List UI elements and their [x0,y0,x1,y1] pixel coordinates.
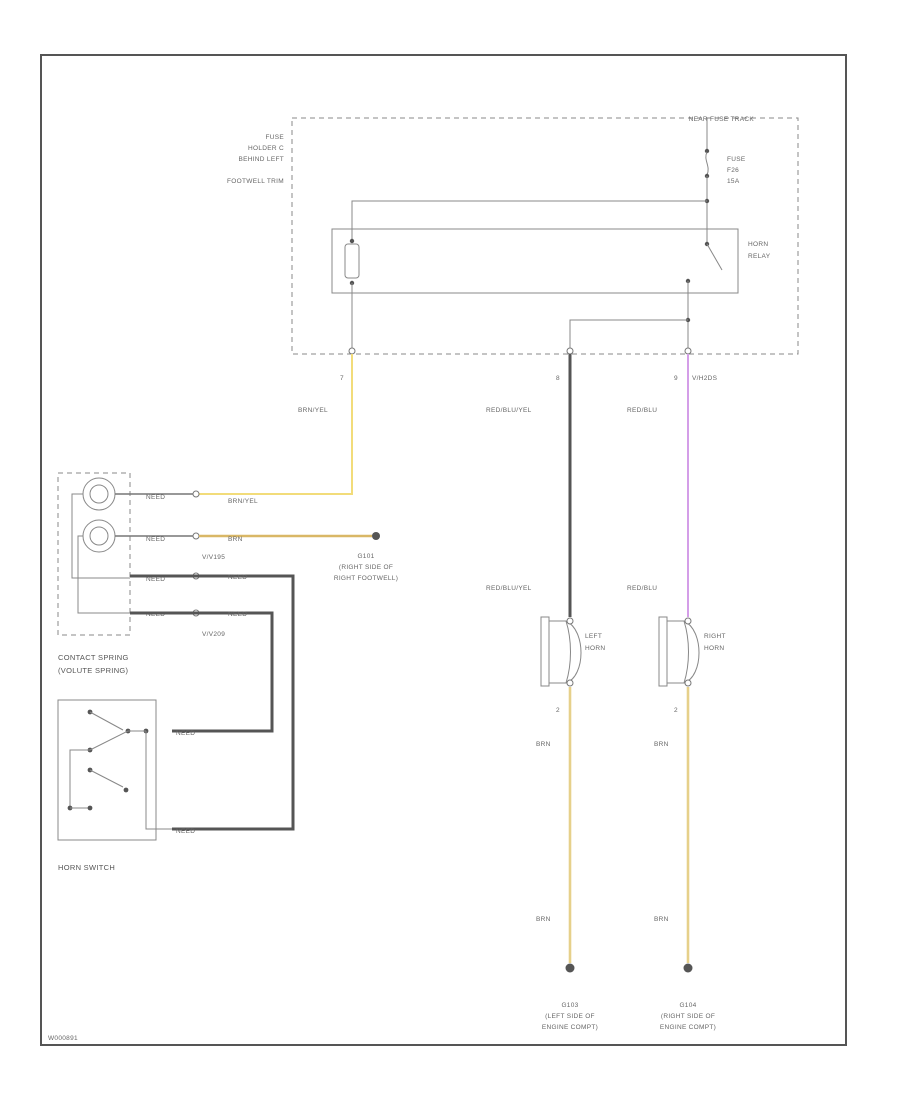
horn-switch-label: HORN SWITCH [58,863,115,872]
left-horn-body [548,620,571,684]
fuse-element [705,151,709,176]
right-horn-terminal-bottom [684,679,692,687]
horn-switch-contact-6 [123,787,129,793]
wire-label-red-blu-yel-upper: RED/BLU/YEL [486,407,532,414]
fuse-holder-label-2: HOLDER C [248,145,284,152]
ground-left-label-2: (LEFT SIDE OF [545,1013,595,1020]
pin-9-label: 9 [674,375,678,382]
fuse-holder-label-1: FUSE [265,134,284,141]
horn-relay-label-2: RELAY [748,253,771,260]
left-horn-feed-internal [569,319,688,349]
wire-label-red-blu-mid: RED/BLU [627,585,657,592]
horn-switch-contact-8 [87,805,93,811]
wire-cs-to-switch-a [130,574,295,831]
ground-left-label-1: G103 [561,1002,578,1009]
wire-label-brn-g101: BRN [228,536,243,543]
horn-switch-link-2 [89,730,129,751]
fuse-label-3: 15A [727,178,740,185]
footer-code: W000891 [48,1035,78,1042]
horn-switch-blade-1 [89,711,124,731]
right-horn-terminal-top [684,617,692,625]
ground-g101-symbol [372,532,380,540]
cs-tag-3: NEED [146,576,165,583]
relay-coil [344,243,360,279]
wire-label-red-blu-yel-mid: RED/BLU/YEL [486,585,532,592]
contact-spring-label-1: CONTACT SPRING [58,653,129,662]
switch-tag-1: NEED [176,730,195,737]
left-horn-terminal-bottom [566,679,574,687]
switch-tag-2: NEED [176,828,195,835]
right-horn-label-1: RIGHT [704,633,726,640]
connector-c3-label: V/V209 [202,631,225,638]
fuse-block-boundary [291,117,799,355]
wire-label-brn-left-lower: BRN [536,916,551,923]
fuse-label-2: F26 [727,167,739,174]
wire-brn-yel [196,354,353,495]
pin-9-terminal [684,347,692,355]
wire-tag-576: NEED [228,574,247,581]
horn-relay-body [331,228,739,294]
fuse-terminal-top [704,148,710,154]
inline-connector-2 [192,532,200,540]
wire-label-brn-right-lower: BRN [654,916,669,923]
wire-label-brn-yel-upper: BRN/YEL [298,407,328,414]
left-horn-terminal-top [566,617,574,625]
coil-feed-wire [351,200,707,232]
right-horn-bracket [658,616,668,687]
right-horn-pin-label: 2 [674,707,678,714]
horn-relay-label-1: HORN [748,241,768,248]
horn-switch-internal-1 [69,749,90,808]
contact-spring-internal-2 [77,535,130,614]
horn-switch-internal-2 [145,731,172,830]
wire-label-brn-right-upper: BRN [654,741,669,748]
connector-c1-label: V/H2DS [692,375,718,382]
ground-right-label-2: (RIGHT SIDE OF [661,1013,715,1020]
fuse-block-header: NEAR FUSE TRACK [689,116,755,123]
wire-label-brn-yel-lower: BRN/YEL [228,498,258,505]
ground-g101-label-1: G101 [357,553,374,560]
relay-coil-terminal-top [349,238,355,244]
ground-right-engine-symbol [683,963,693,973]
contact-spring-ring-2-outer [82,519,116,553]
contact-spring-ring-1-inner [89,484,109,504]
cs-tag-2: NEED [146,536,165,543]
fuse-holder-label-3: BEHIND LEFT [238,156,284,163]
ground-right-label-3: ENGINE COMPT) [660,1024,716,1031]
wire-label-brn-left-upper: BRN [536,741,551,748]
pin-7-label: 7 [340,375,344,382]
left-horn-label-1: LEFT [585,633,602,640]
left-horn-label-2: HORN [585,645,605,652]
wire-label-red-blu-upper: RED/BLU [627,407,657,414]
ground-right-label-1: G104 [679,1002,696,1009]
contact-spring-label-2: (VOLUTE SPRING) [58,666,129,675]
contact-spring-internal-1 [71,493,130,579]
ground-g101-label-3: RIGHT FOOTWELL) [334,575,398,582]
contact-spring-ring-1-outer [82,477,116,511]
left-horn-pin-label: 2 [556,707,560,714]
contact-spring-boundary [57,472,131,636]
pin-8-label: 8 [556,375,560,382]
pin-8-terminal [566,347,574,355]
right-horn-body [666,620,689,684]
inline-connector-1 [192,490,200,498]
ground-left-label-3: ENGINE COMPT) [542,1024,598,1031]
right-horn-label-2: HORN [704,645,724,652]
horn-switch-blade-2 [89,769,124,788]
diagram-frame [40,54,847,1046]
wire-tag-613: NEED [228,611,247,618]
connector-c2-label: V/V195 [202,554,225,561]
ground-g101-label-2: (RIGHT SIDE OF [339,564,393,571]
horn-switch-body [57,699,157,841]
left-horn-bracket [540,616,550,687]
relay-switch-contact [706,243,723,271]
fuse-holder-label-4: FOOTWELL TRIM [227,178,284,185]
cs-tag-1: NEED [146,494,165,501]
fuse-label-1: FUSE [727,156,746,163]
contact-spring-ring-2-inner [89,526,109,546]
ground-left-engine-symbol [565,963,575,973]
pin-7-terminal [348,347,356,355]
wire-cs-to-switch-b [130,611,274,733]
